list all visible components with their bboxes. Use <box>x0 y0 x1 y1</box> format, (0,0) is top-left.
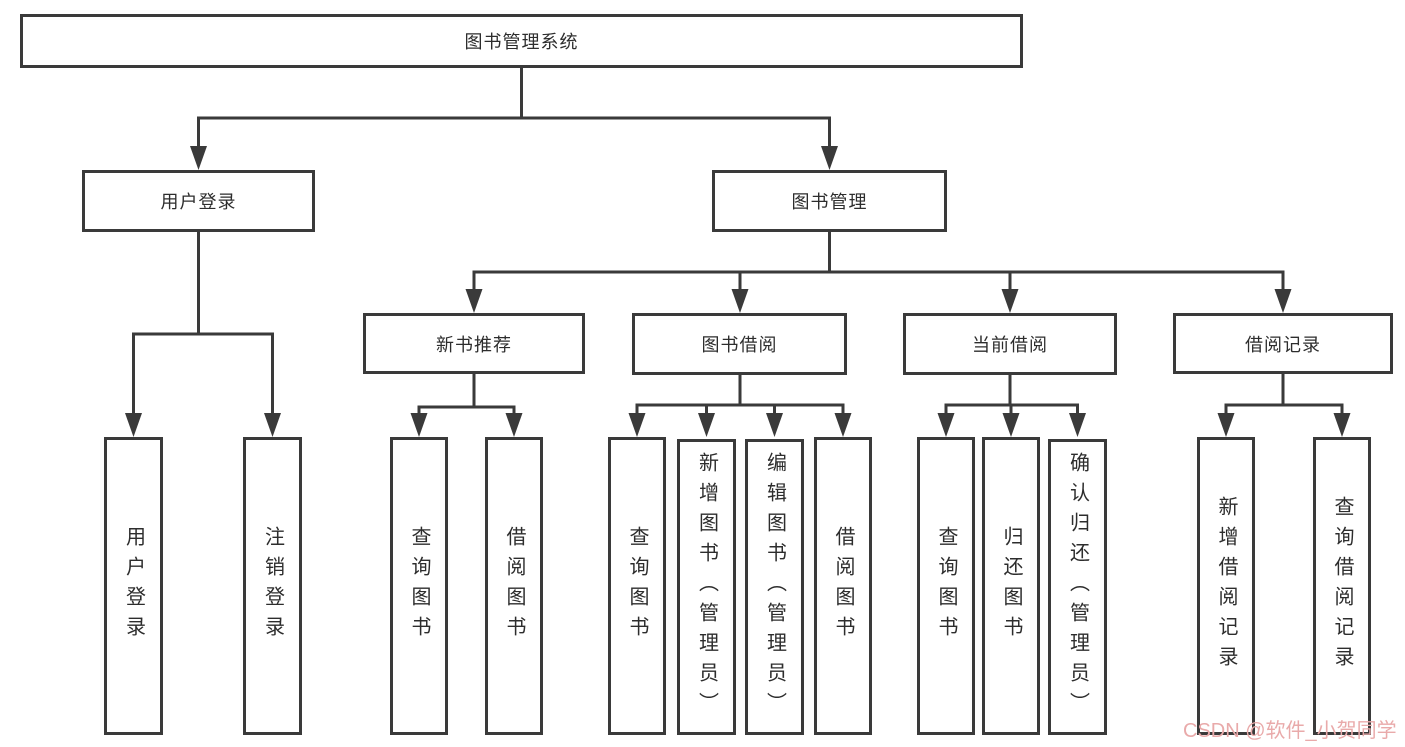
branch-4 <box>628 373 852 437</box>
node-leaf-br-add: 新增借阅记录 <box>1197 437 1255 735</box>
arrowhead-down-icon <box>1217 413 1235 437</box>
arrowhead-down-icon <box>937 413 955 437</box>
branch-5 <box>937 373 1086 437</box>
node-root: 图书管理系统 <box>20 14 1023 68</box>
branch-1 <box>125 230 281 437</box>
arrowhead-down-icon <box>264 413 281 437</box>
node-borrow-record: 借阅记录 <box>1173 313 1393 374</box>
arrowhead-down-icon <box>505 413 523 437</box>
arrowhead-down-icon <box>1001 289 1019 313</box>
arrowhead-down-icon <box>731 289 749 313</box>
arrowhead-down-icon <box>410 413 428 437</box>
node-leaf-cb-confirm: 确认归还（管理员） <box>1048 439 1107 735</box>
node-new-book-rec: 新书推荐 <box>363 313 585 374</box>
arrowhead-down-icon <box>698 413 715 437</box>
arrowhead-down-icon <box>190 146 207 170</box>
node-leaf-nb-query: 查询图书 <box>390 437 448 735</box>
arrowhead-down-icon <box>766 413 783 437</box>
node-user-login: 用户登录 <box>82 170 315 232</box>
branch-6 <box>1217 372 1351 437</box>
node-leaf-bb-query: 查询图书 <box>608 437 666 735</box>
arrowhead-down-icon <box>465 289 483 313</box>
node-leaf-bb-borrow: 借阅图书 <box>814 437 872 735</box>
node-current-borrow: 当前借阅 <box>903 313 1117 375</box>
node-leaf-bb-add: 新增图书（管理员） <box>677 439 736 735</box>
node-leaf-bb-edit: 编辑图书（管理员） <box>745 439 804 735</box>
branch-0 <box>190 66 838 170</box>
node-book-borrow: 图书借阅 <box>632 313 847 375</box>
node-leaf-cb-query: 查询图书 <box>917 437 975 735</box>
branch-2 <box>465 230 1292 313</box>
arrowhead-down-icon <box>834 413 852 437</box>
arrowhead-down-icon <box>1333 413 1351 437</box>
node-leaf-nb-borrow: 借阅图书 <box>485 437 543 735</box>
node-leaf-br-query: 查询借阅记录 <box>1313 437 1371 735</box>
node-leaf-cb-return: 归还图书 <box>982 437 1040 735</box>
branch-3 <box>410 372 523 437</box>
arrowhead-down-icon <box>125 413 142 437</box>
node-leaf-logout: 注销登录 <box>243 437 302 735</box>
arrowhead-down-icon <box>1069 413 1086 437</box>
arrowhead-down-icon <box>1002 413 1020 437</box>
watermark: CSDN @软件_小贺同学 <box>1183 720 1397 742</box>
arrowhead-down-icon <box>821 146 838 170</box>
arrowhead-down-icon <box>628 413 646 437</box>
node-book-mgmt: 图书管理 <box>712 170 947 232</box>
node-leaf-user-login: 用户登录 <box>104 437 163 735</box>
arrowhead-down-icon <box>1274 289 1292 313</box>
